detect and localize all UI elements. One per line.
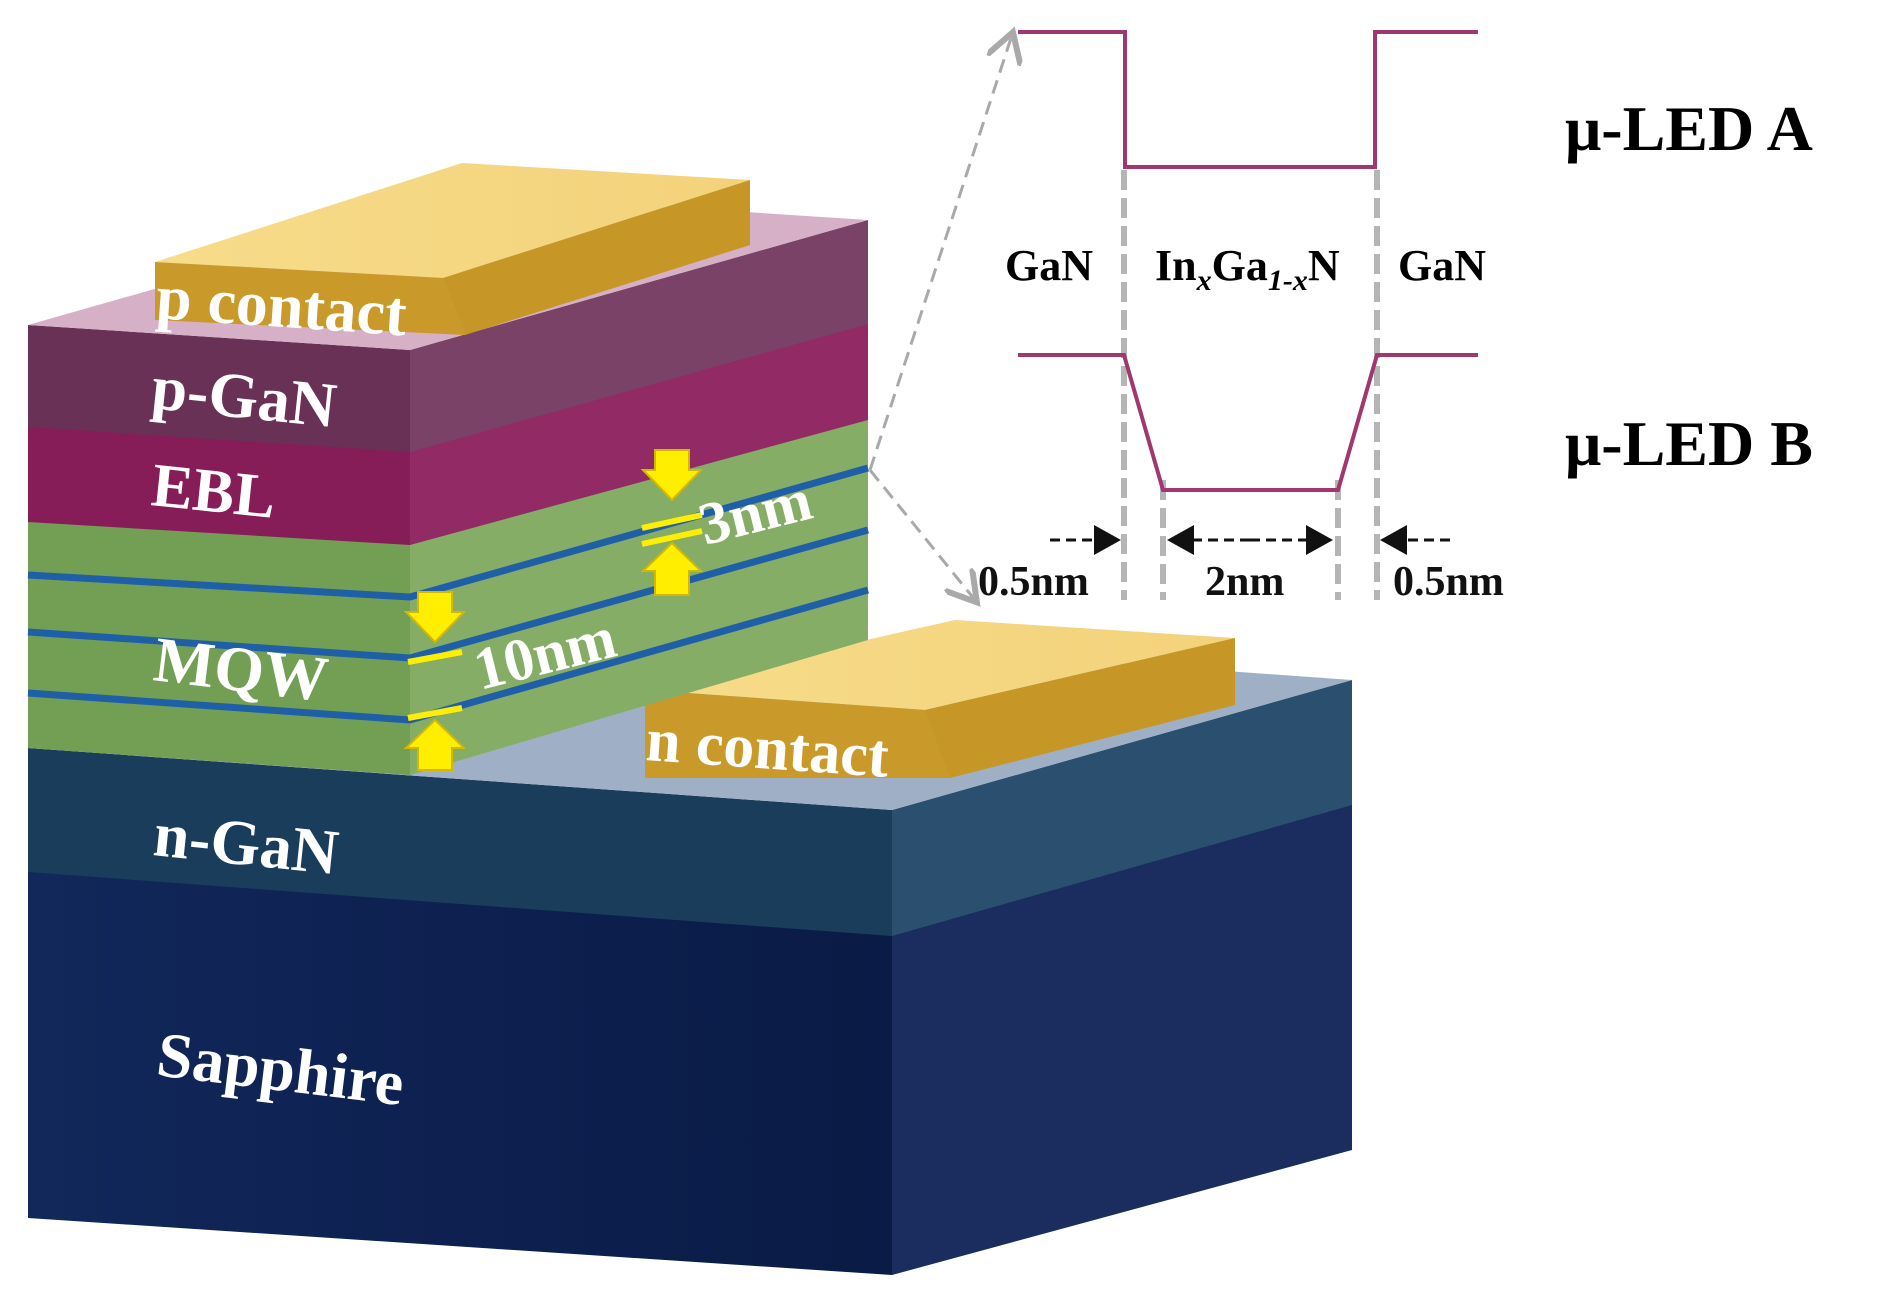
ebl-layer	[28, 322, 868, 545]
well-marker-line	[641, 528, 703, 547]
sapphire-side-face	[892, 802, 1352, 1275]
left-material-label: GaN	[1005, 241, 1093, 290]
device-a-label: μ-LED A	[1565, 93, 1813, 164]
up-arrow-icon	[640, 541, 704, 596]
band-profile-device-b	[1018, 353, 1478, 492]
well-material-label: InxGa1-xN	[1155, 241, 1340, 297]
well-material-sub2: 1-x	[1268, 264, 1308, 297]
band-diagram: GaN InxGa1-xN GaN μ-LED A μ-LED B 0.5nm …	[978, 30, 1813, 605]
mqw-layer	[27, 418, 869, 775]
down-arrow-icon	[403, 591, 467, 644]
n-contact	[645, 620, 1235, 778]
sapphire-layer	[28, 802, 1352, 1275]
n-contact-front-face	[645, 690, 950, 778]
zoom-guide-arrow	[868, 469, 975, 600]
right-grade-label: 0.5nm	[1393, 559, 1504, 605]
n-contact-top-face	[645, 620, 1235, 710]
right-material-label: GaN	[1398, 241, 1486, 290]
device-b-label: μ-LED B	[1565, 408, 1813, 479]
barrier-marker-line	[407, 649, 463, 665]
well-material-mid: Ga	[1212, 241, 1268, 290]
ebl-label: EBL	[149, 451, 279, 532]
well-marker-line	[641, 512, 703, 531]
quantum-well-line	[27, 526, 869, 662]
n-gan-side-face	[892, 680, 1352, 936]
well-width-label: 2nm	[1205, 559, 1284, 605]
down-arrow-icon	[640, 449, 704, 502]
sapphire-front-face	[28, 870, 892, 1275]
ebl-front-face	[28, 425, 410, 545]
well-material-prefix: In	[1155, 241, 1197, 290]
n-contact-side-face	[925, 638, 1235, 778]
ebl-side-face	[410, 322, 868, 545]
p-gan-front-face	[28, 325, 410, 452]
n-gan-front-face	[28, 748, 892, 936]
quantum-well-line	[27, 464, 869, 601]
well-material-suffix: N	[1308, 241, 1340, 290]
zoom-guide-arrow	[868, 35, 1012, 471]
p-contact-front-face	[155, 262, 465, 335]
band-profile-device-a	[1018, 30, 1478, 169]
up-arrow-icon	[403, 718, 467, 771]
n-contact-label: n contact	[644, 706, 891, 791]
p-contact	[155, 163, 750, 335]
p-contact-top-face	[155, 163, 750, 278]
p-gan-side-face	[410, 220, 868, 452]
p-contact-label: p contact	[154, 261, 410, 349]
barrier-marker-line	[407, 705, 463, 721]
left-grade-label: 0.5nm	[978, 559, 1089, 605]
well-material-sub1: x	[1196, 264, 1212, 297]
p-contact-side-face	[443, 180, 750, 335]
